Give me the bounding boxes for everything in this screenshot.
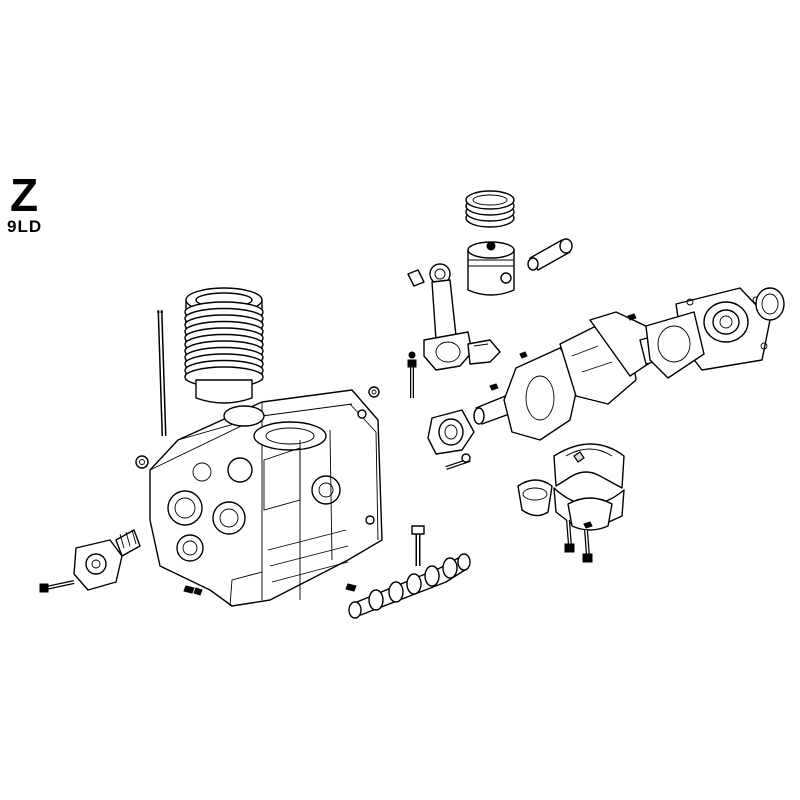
cylinder-barrel [184,287,264,404]
tie-rod-stud [157,309,167,437]
engine-block [149,389,383,607]
gasket [645,311,705,379]
connecting-rod [407,263,501,371]
rod-bolt [407,351,528,398]
piston-pin [527,238,573,271]
oil-pump [73,529,141,591]
oil-seal [755,287,785,321]
flange-bolt [445,453,471,470]
bearing-shells [517,479,613,531]
group-letter: Z [10,169,40,221]
pump-bolt [39,580,75,593]
piston-rings [465,190,515,228]
housing-bolts [564,519,593,563]
engine-model-label: 9LD [7,217,43,236]
seal-flange [427,409,475,455]
camshaft [348,525,471,619]
piston [467,241,515,296]
nuts [135,386,380,596]
